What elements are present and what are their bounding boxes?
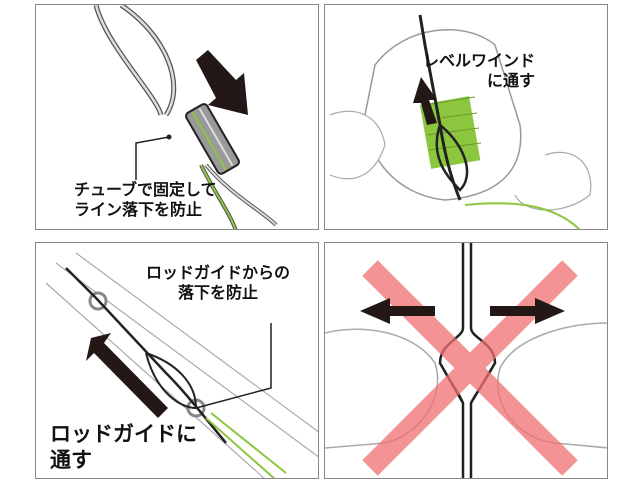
caption-guide-drop: ロッドガイドからの 落下を防止 [146,263,290,303]
caption-line: ライン落下を防止 [74,200,203,219]
caption-level-wind: レベルワインド に通す [423,51,535,91]
arrow-down-right [196,50,248,115]
caption-line: ロッドガイドからの [146,263,291,282]
tube [185,103,240,175]
arrow-up [413,77,437,125]
caption-tube: チューブで固定して ライン落下を防止 [74,180,217,220]
wrong-illustration [325,243,607,478]
caption-line: レベルワインド [423,51,536,70]
panel-tube-fix: チューブで固定して ライン落下を防止 [35,4,319,230]
caption-line: 落下を防止 [178,283,259,302]
tube-illustration [93,5,278,229]
caption-line: ロッドガイドに [50,422,197,446]
panel-level-wind: レベルワインド に通す [324,4,608,230]
caption-line: チューブで固定して [74,180,217,199]
arrow-right [490,298,565,324]
reel-illustration [329,14,592,229]
rod-illustration [45,252,318,478]
caption-guide-pass: ロッドガイドに 通す [50,421,197,474]
panel-wrong-pull [324,242,608,479]
arrow-up-left [86,333,168,418]
caption-line: 通す [50,448,92,473]
arrow-left [360,298,435,324]
panel-rod-guide: ロッドガイドからの 落下を防止 ロッドガイドに 通す [35,242,319,479]
caption-line: に通す [487,71,536,90]
